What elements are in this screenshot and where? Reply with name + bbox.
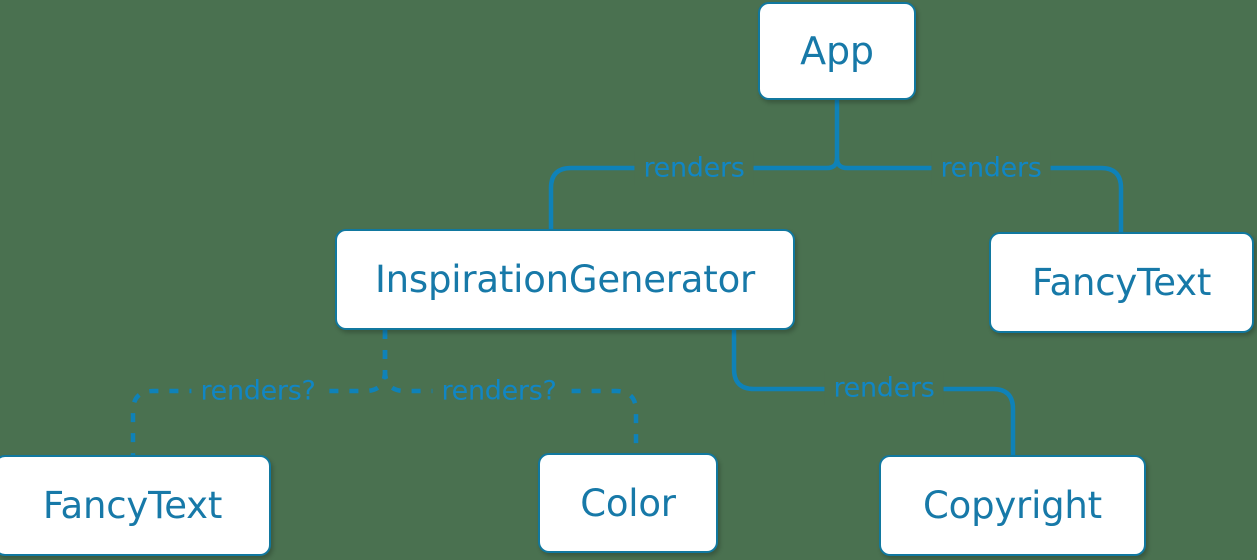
- edge-label-mask: [432, 373, 566, 409]
- edge-label-app-to-inspiration-generator: renders: [643, 152, 745, 184]
- node-fancytext-top[interactable]: FancyText: [989, 232, 1254, 333]
- edge-label-mask: [634, 150, 754, 186]
- edge-label-inspiration-generator-to-color: renders?: [441, 375, 557, 407]
- node-copyright[interactable]: Copyright: [879, 455, 1146, 556]
- edge-label-mask: [824, 370, 944, 406]
- node-color[interactable]: Color: [538, 453, 718, 553]
- edge-label-mask: [931, 150, 1051, 186]
- node-inspiration-generator[interactable]: InspirationGenerator: [335, 229, 795, 330]
- node-inspiration-generator-label: InspirationGenerator: [374, 258, 756, 301]
- node-app-label: App: [800, 29, 874, 73]
- node-color-label: Color: [580, 481, 676, 525]
- node-fancytext-top-label: FancyText: [1031, 261, 1212, 304]
- edge-app-to-inspiration-generator: [548, 157, 840, 229]
- node-fancytext-bottom[interactable]: FancyText: [0, 455, 271, 556]
- edge-inspiration-generator-to-color: [382, 330, 639, 453]
- edge-label-inspiration-generator-to-fancytext: renders?: [200, 375, 316, 407]
- edge-label-app-to-fancytext: renders: [940, 152, 1042, 184]
- node-fancytext-bottom-label: FancyText: [42, 484, 223, 527]
- edge-label-mask: [191, 373, 325, 409]
- edge-label-inspiration-generator-to-copyright: renders: [833, 372, 935, 404]
- node-app[interactable]: App: [758, 2, 916, 100]
- node-copyright-label: Copyright: [923, 484, 1102, 527]
